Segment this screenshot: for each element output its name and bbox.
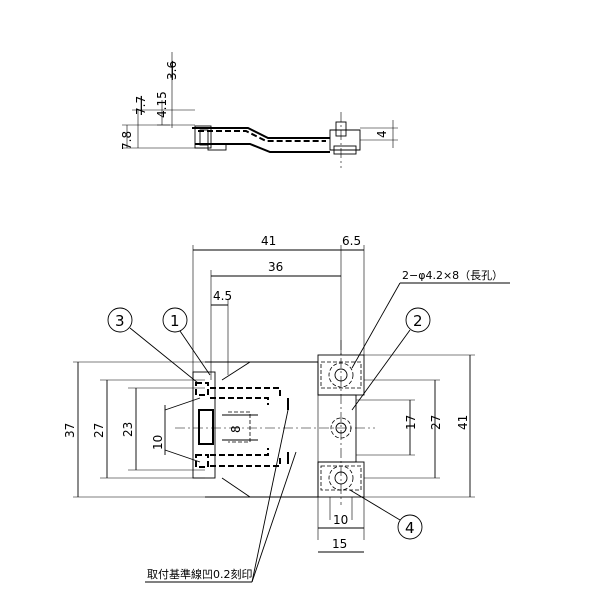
- balloon-2: 2: [351, 307, 431, 411]
- top-view: 41 6.5 36 4.5 37 27 23 10: [63, 234, 510, 583]
- dim-41-right: 41: [456, 415, 470, 430]
- dim-41-top: 41: [261, 234, 276, 248]
- dim-36: 36: [268, 260, 283, 274]
- dim-7-7: 7.7: [134, 96, 148, 115]
- dim-23: 23: [121, 422, 135, 437]
- mount-note: 取付基準線凹0.2刻印: [147, 567, 253, 581]
- dim-10-bottom: 10: [333, 513, 348, 527]
- dim-4-15: 4.15: [155, 91, 169, 118]
- svg-text:2: 2: [413, 312, 423, 330]
- balloon-3: 3: [107, 307, 199, 384]
- dim-3-6: 3.6: [165, 61, 179, 80]
- dim-15: 15: [332, 537, 347, 551]
- dim-7-8: 7.8: [120, 131, 134, 150]
- dim-27-right: 27: [429, 415, 443, 430]
- balloon-1: 1: [162, 307, 211, 376]
- dim-17: 17: [404, 415, 418, 430]
- dim-4: 4: [375, 130, 389, 138]
- balloon-4: 4: [349, 489, 423, 540]
- hole-note: 2−φ4.2×8（長孔）: [402, 269, 503, 282]
- svg-text:3: 3: [115, 312, 125, 330]
- dim-27-left: 27: [92, 423, 106, 438]
- dim-6-5: 6.5: [342, 234, 361, 248]
- dim-8: 8: [229, 425, 243, 433]
- svg-text:1: 1: [170, 312, 180, 330]
- side-view: 7.8 7.7 4.15 3.6 4: [120, 52, 398, 168]
- dim-10-left: 10: [151, 435, 165, 450]
- dim-4-5: 4.5: [213, 289, 232, 303]
- svg-text:4: 4: [405, 519, 415, 537]
- dim-37: 37: [63, 423, 77, 438]
